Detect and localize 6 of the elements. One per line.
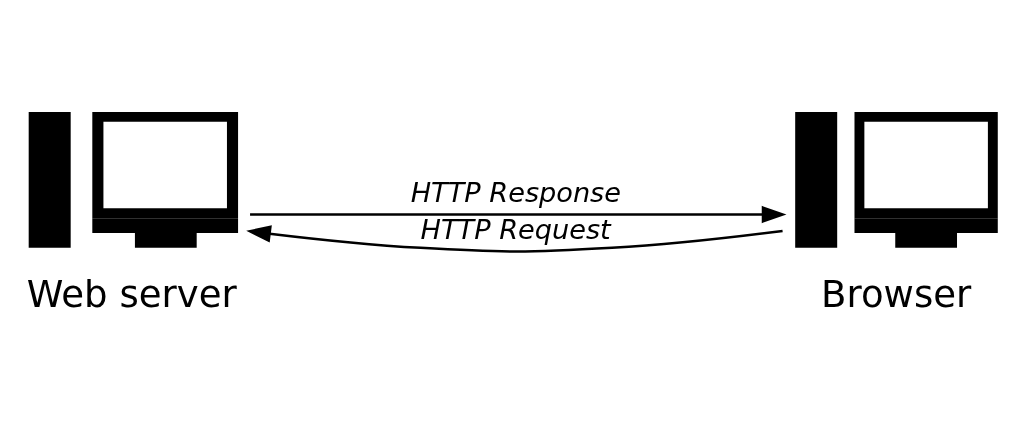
node-label: Web server [26, 272, 237, 316]
edge-label: HTTP Response [410, 176, 621, 208]
edge-label: HTTP Request [420, 213, 611, 245]
arrow [250, 205, 787, 223]
arrow [246, 224, 783, 253]
node-label: Browser [821, 272, 972, 316]
